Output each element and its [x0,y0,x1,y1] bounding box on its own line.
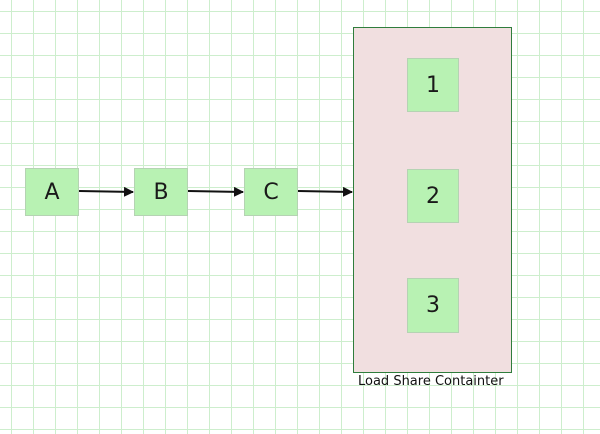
container-item-3[interactable]: 3 [407,278,459,333]
container-item-2[interactable]: 2 [407,169,459,223]
container-item-1[interactable]: 1 [407,58,459,112]
node-a[interactable]: A [25,168,79,216]
arrow-a-to-b[interactable] [78,186,134,197]
node-b[interactable]: B [134,168,188,216]
container-label: Load Share Containter [358,374,504,389]
arrow-c-to-container[interactable] [297,186,353,197]
arrow-b-to-c[interactable] [187,186,244,197]
node-c[interactable]: C [244,168,298,216]
